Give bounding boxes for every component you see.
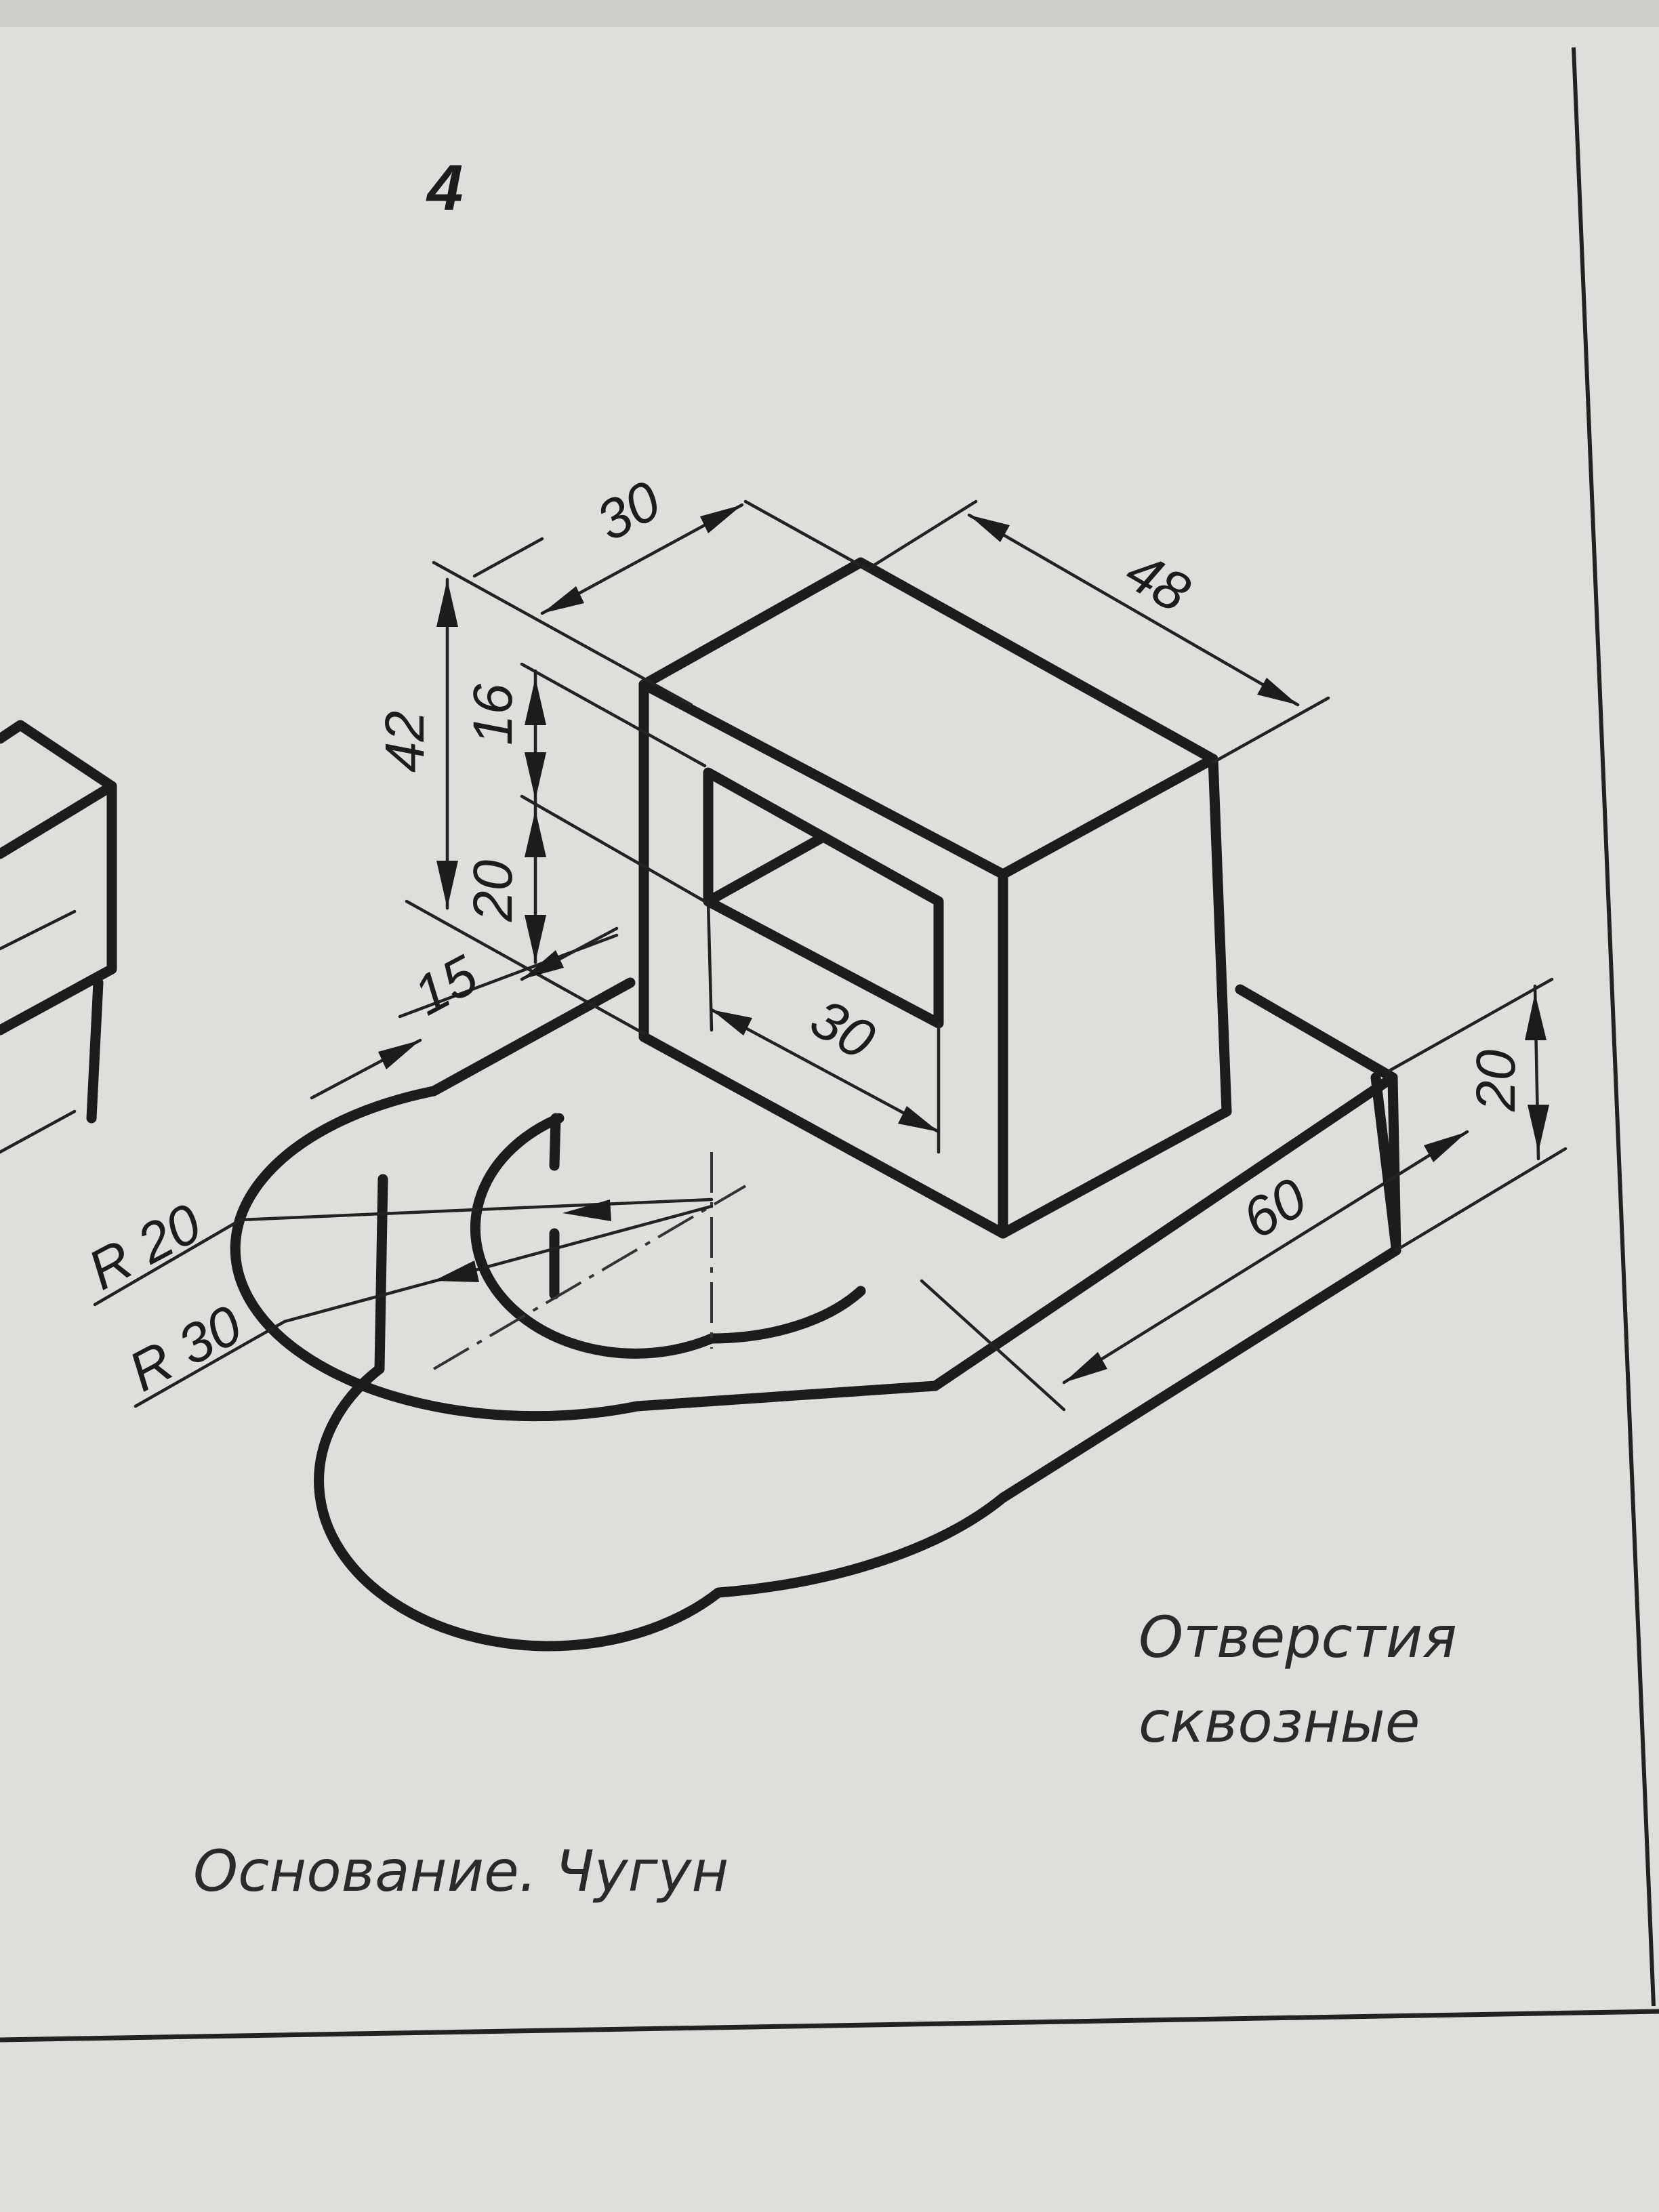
block-right-bottom-edge (998, 1106, 1232, 1239)
note-line-2: сквозные (1139, 1689, 1420, 1755)
paper-top-edge (0, 0, 1659, 27)
frame-right-line (1572, 47, 1656, 2007)
center-line-1 (432, 1185, 747, 1370)
base-top-outline (230, 977, 1398, 1422)
dimension-lines (93, 499, 1568, 1412)
upper-block (638, 557, 1232, 1239)
neighbor-drawing-fragment (0, 720, 117, 1154)
base-bottom-outline (314, 1245, 1401, 1652)
dim-total-height: 42 (374, 711, 436, 773)
frame-bottom-line (0, 2009, 1659, 2043)
note-line-1: Отверстия (1139, 1604, 1457, 1671)
through-hole-outline (470, 1113, 866, 1359)
base-left-silhouette (374, 1174, 388, 1374)
block-right-edge (1208, 754, 1232, 1117)
window-inner-edge (703, 832, 829, 907)
dim-window-height: 20 (462, 860, 524, 922)
base-plate (230, 977, 1401, 1652)
dim-base-height: 20 (1465, 1050, 1527, 1112)
block-bottom-edge (638, 1031, 1008, 1239)
variant-number: 4 (426, 152, 463, 224)
part-caption: Основание. Чугун (193, 1838, 729, 1904)
hole-inner-edge (549, 1113, 561, 1171)
dim-window-top-offset: 16 (462, 683, 524, 745)
